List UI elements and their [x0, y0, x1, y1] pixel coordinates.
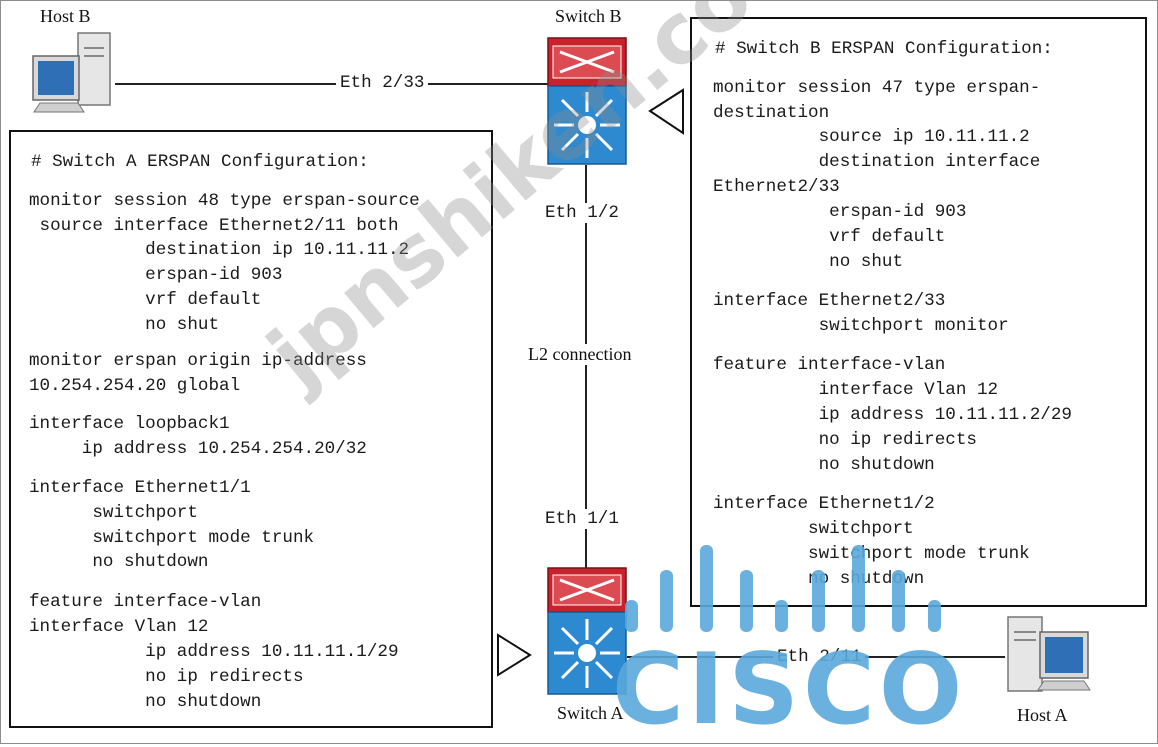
link-label-eth-2-33: Eth 2/33	[336, 73, 429, 93]
config-line: interface Vlan 12	[29, 617, 209, 637]
config-line: switchport	[713, 519, 914, 539]
config-line: no shutdown	[713, 569, 925, 589]
config-line: destination interface	[713, 152, 1041, 172]
switch-b-label: Switch B	[555, 6, 622, 26]
config-line: # Switch A ERSPAN Configuration:	[31, 152, 369, 172]
arrow-left-icon	[648, 88, 684, 135]
config-line: interface Ethernet2/33	[713, 291, 946, 311]
config-line: no shutdown	[713, 455, 935, 475]
config-line: monitor session 47 type erspan-	[713, 78, 1041, 98]
config-line: 10.254.254.20 global	[29, 376, 241, 396]
host-a-label: Host A	[1017, 705, 1068, 725]
config-line: source interface Ethernet2/11 both	[29, 216, 399, 236]
switch-b-icon	[547, 37, 627, 165]
arrow-right-icon	[497, 633, 532, 677]
host-b-computer-icon	[32, 32, 111, 113]
config-line: interface Ethernet1/2	[713, 494, 935, 514]
config-line: ip address 10.11.11.1/29	[29, 642, 399, 662]
host-b-label: Host B	[40, 6, 91, 26]
config-line: interface Vlan 12	[713, 380, 999, 400]
config-line: vrf default	[29, 290, 262, 310]
config-line: Ethernet2/33	[713, 177, 840, 197]
switch-b-config-box: # Switch B ERSPAN Configuration: monitor…	[690, 17, 1147, 607]
switch-a-config-box: # Switch A ERSPAN Configuration: monitor…	[9, 130, 493, 728]
config-line: erspan-id 903	[29, 265, 283, 285]
switch-a-icon	[547, 567, 627, 695]
host-a-computer-icon	[1007, 616, 1091, 692]
cisco-logo-text: CISCO	[612, 633, 967, 747]
config-line: switchport monitor	[713, 316, 1009, 336]
config-line: switchport	[29, 503, 198, 523]
config-line: no ip redirects	[713, 430, 977, 450]
config-line: interface Ethernet1/1	[29, 478, 251, 498]
config-line: interface loopback1	[29, 414, 230, 434]
config-line: feature interface-vlan	[29, 592, 262, 612]
link-label-l2-connection: L2 connection	[524, 344, 636, 365]
config-line: ip address 10.11.11.2/29	[713, 405, 1072, 425]
config-line: source ip 10.11.11.2	[713, 127, 1030, 147]
link-label-eth-1-2: Eth 1/2	[541, 203, 623, 223]
config-line: feature interface-vlan	[713, 355, 946, 375]
config-line: # Switch B ERSPAN Configuration:	[715, 39, 1053, 59]
link-label-eth-1-1: Eth 1/1	[541, 509, 623, 529]
config-line: erspan-id 903	[713, 202, 967, 222]
link-label-eth-2-11: Eth 2/11	[773, 647, 866, 667]
config-line: switchport mode trunk	[713, 544, 1030, 564]
switch-a-label: Switch A	[557, 703, 624, 723]
config-line: no shutdown	[29, 692, 262, 712]
config-line: no shut	[29, 315, 220, 335]
config-line: vrf default	[713, 227, 946, 247]
config-line: ip address 10.254.254.20/32	[29, 439, 367, 459]
config-line: monitor erspan origin ip-address	[29, 351, 367, 371]
config-line: monitor session 48 type erspan-source	[29, 191, 420, 211]
config-line: no ip redirects	[29, 667, 304, 687]
config-line: no shut	[713, 252, 904, 272]
config-line: destination	[713, 103, 830, 123]
config-line: switchport mode trunk	[29, 528, 315, 548]
config-line: destination ip 10.11.11.2	[29, 240, 410, 260]
config-line: no shutdown	[29, 552, 209, 572]
